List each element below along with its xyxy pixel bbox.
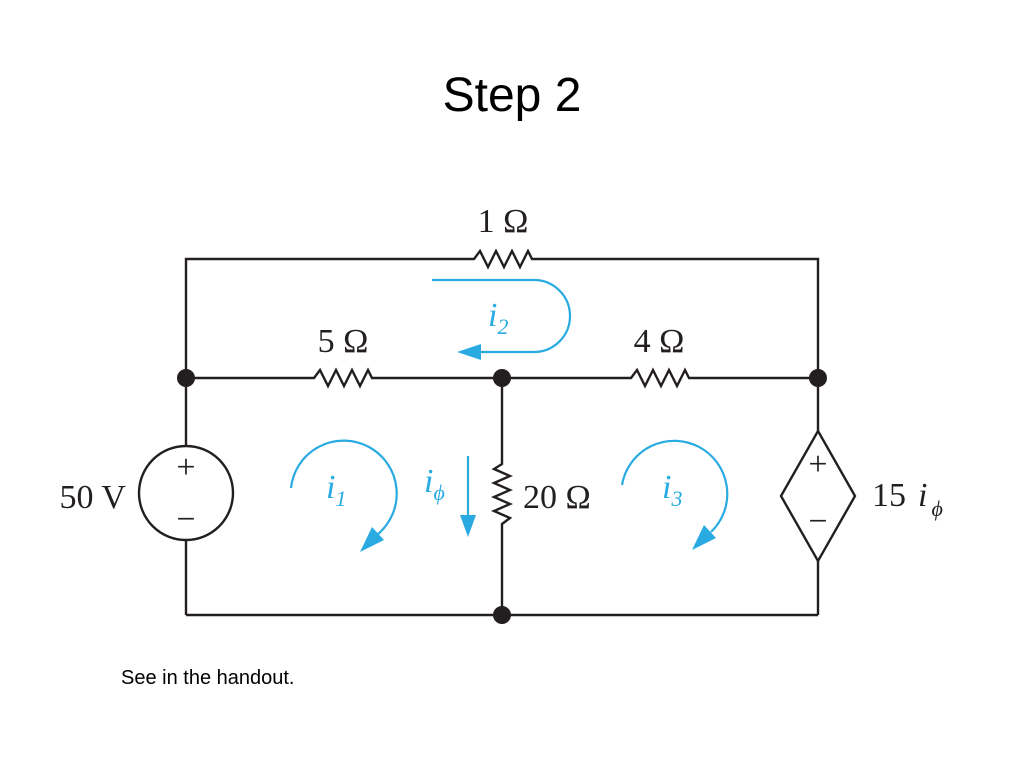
current-i3-arc	[620, 439, 729, 533]
resistor-1-ohm	[468, 248, 538, 270]
current-i3-label: i3	[662, 469, 682, 511]
current-i1-arc	[289, 439, 398, 535]
node-center	[493, 369, 511, 387]
dependent-source-variable: i	[918, 477, 927, 514]
current-i2-arrowhead	[457, 344, 481, 360]
resistor-20-ohm	[491, 459, 513, 531]
circuit-diagram: + − + − 1 Ω 5 Ω 4 Ω 20 Ω 50 V 15 i ϕ i2 …	[60, 203, 943, 624]
current-i1-label: i1	[326, 469, 346, 511]
voltage-source-symbol	[137, 444, 235, 542]
current-iphi-label: iϕ	[424, 463, 445, 505]
slide-title: Step 2	[442, 69, 582, 122]
slide-note: See in the handout.	[121, 667, 295, 689]
dependent-source-plus: +	[808, 446, 827, 483]
resistor-4-ohm	[625, 367, 695, 389]
node-right	[809, 369, 827, 387]
label-5-ohm: 5 Ω	[318, 323, 369, 360]
label-4-ohm: 4 Ω	[634, 323, 685, 360]
current-i2-label: i2	[488, 297, 508, 339]
voltage-source-minus: −	[176, 501, 195, 538]
current-iphi-arrowhead	[460, 515, 476, 537]
voltage-source-plus: +	[176, 449, 195, 486]
dependent-source-coefficient: 15	[872, 477, 906, 514]
current-i2-arc	[432, 278, 572, 354]
current-i3-arrowhead	[692, 525, 716, 550]
current-i1-arrowhead	[360, 527, 384, 552]
dependent-source-symbol	[779, 428, 857, 564]
label-1-ohm: 1 Ω	[478, 203, 529, 240]
label-dependent-source: 15 i ϕ	[872, 477, 943, 521]
label-20-ohm: 20 Ω	[523, 479, 591, 516]
label-voltage-source: 50 V	[60, 479, 127, 516]
node-bottom	[493, 606, 511, 624]
dependent-source-minus: −	[808, 503, 827, 540]
resistor-5-ohm	[308, 367, 378, 389]
wire-top	[184, 257, 820, 378]
node-left	[177, 369, 195, 387]
dependent-source-subscript: ϕ	[931, 496, 942, 521]
